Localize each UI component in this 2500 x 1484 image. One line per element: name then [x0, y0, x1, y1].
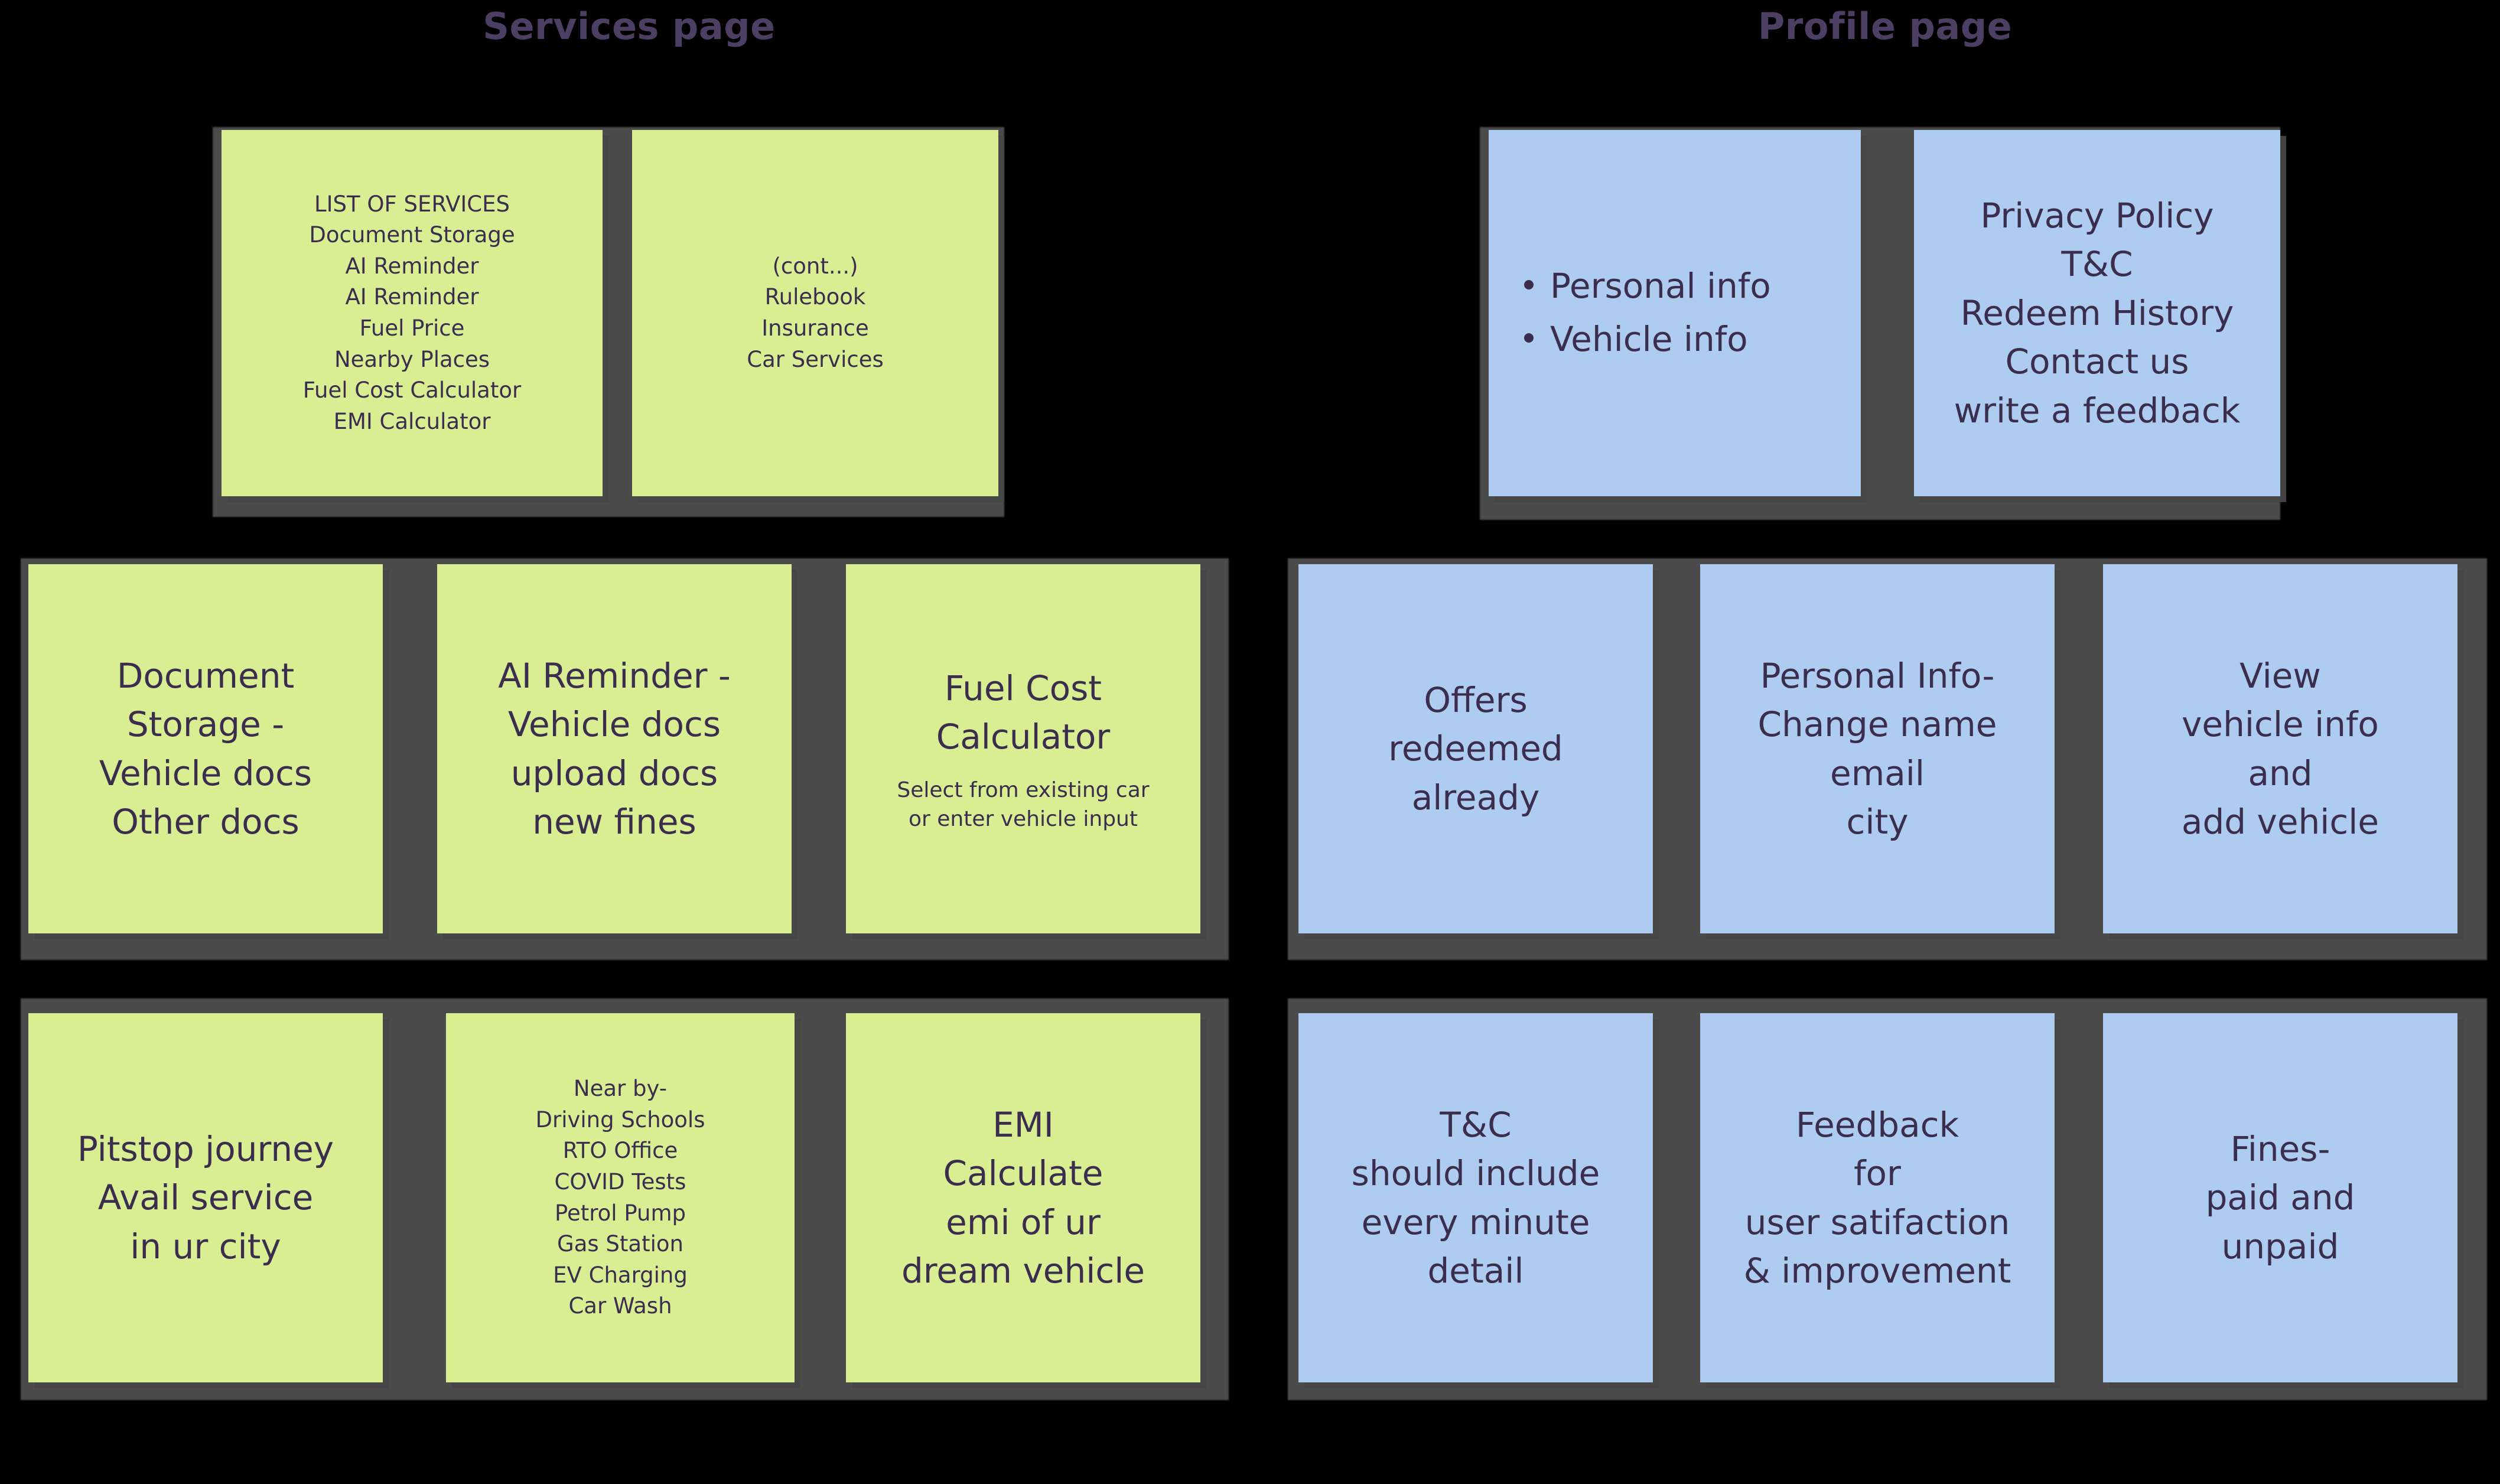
card-line: user satifaction — [1744, 1202, 2010, 1242]
card-line: Fines- — [2230, 1128, 2330, 1169]
list-item: Personal info — [1524, 260, 1771, 313]
card-line: Calculator — [936, 716, 1111, 757]
card-line: in ur city — [130, 1226, 281, 1267]
card-line: Storage - — [126, 704, 285, 745]
card-line: or enter vehicle input — [908, 806, 1138, 831]
card-line: and — [2248, 753, 2313, 793]
profile-page-section: Profile page Personal info Vehicle info … — [1270, 0, 2500, 1484]
card-line: Avail service — [97, 1177, 314, 1218]
card-line: RTO Office — [562, 1138, 678, 1164]
card-line: email — [1830, 753, 1925, 793]
card-line: AI Reminder — [345, 284, 479, 310]
privacy-policy-card[interactable]: Privacy Policy T&C Redeem History Contac… — [1914, 130, 2280, 496]
services-continued-card[interactable]: (cont...) Rulebook Insurance Car Service… — [632, 130, 998, 496]
card-line: dream vehicle — [901, 1250, 1145, 1291]
card-line: AI Reminder — [345, 253, 479, 279]
fuel-cost-subtext: Select from existing car or enter vehicl… — [897, 776, 1149, 834]
card-line: paid and — [2205, 1177, 2355, 1218]
card-line: every minute — [1361, 1202, 1590, 1242]
card-line: Redeem History — [1960, 292, 2234, 333]
card-line: Select from existing car — [897, 778, 1150, 803]
card-line: View — [2239, 655, 2321, 696]
view-vehicle-info-card[interactable]: View vehicle info and add vehicle — [2103, 564, 2457, 933]
card-line: Fuel Price — [359, 315, 465, 341]
card-line: & improvement — [1743, 1250, 2011, 1291]
tc-detail-card[interactable]: T&C should include every minute detail — [1298, 1013, 1653, 1382]
fuel-cost-calculator-card[interactable]: Fuel Cost Calculator Select from existin… — [846, 564, 1200, 933]
card-line: Other docs — [112, 801, 300, 842]
emi-card[interactable]: EMI Calculate emi of ur dream vehicle — [846, 1013, 1200, 1382]
card-line: already — [1411, 777, 1540, 818]
fines-card[interactable]: Fines- paid and unpaid — [2103, 1013, 2457, 1382]
card-line: Fuel Cost — [944, 668, 1102, 708]
card-line: for — [1854, 1153, 1901, 1194]
bullet-dot — [1524, 333, 1534, 343]
card-line: emi of ur — [946, 1202, 1101, 1242]
card-line: Car Services — [747, 346, 884, 372]
profile-page-title: Profile page — [1757, 5, 2013, 48]
card-line: EMI Calculator — [333, 408, 491, 434]
card-line: EV Charging — [553, 1262, 688, 1288]
card-line: Rulebook — [764, 284, 866, 310]
card-line: new fines — [532, 801, 696, 842]
card-line: detail — [1427, 1250, 1524, 1291]
list-item-label: Personal info — [1550, 266, 1771, 307]
card-line: Privacy Policy — [1980, 196, 2214, 236]
list-item-label: Vehicle info — [1550, 319, 1748, 359]
card-line: should include — [1351, 1153, 1600, 1194]
card-line: AI Reminder - — [498, 655, 731, 696]
card-line: Feedback — [1795, 1104, 1959, 1145]
card-line: Personal Info- — [1760, 655, 1995, 696]
card-line: Vehicle docs — [99, 753, 312, 793]
list-item: Vehicle info — [1524, 313, 1748, 366]
card-line: Calculate — [943, 1153, 1103, 1194]
card-line: city — [1846, 801, 1909, 842]
card-line: Petrol Pump — [555, 1200, 686, 1226]
offers-redeemed-card[interactable]: Offers redeemed already — [1298, 564, 1653, 933]
personal-info-card[interactable]: Personal Info- Change name email city — [1700, 564, 2055, 933]
card-line: Car Wash — [568, 1293, 672, 1319]
card-line: Gas Station — [557, 1231, 683, 1257]
nearby-card[interactable]: Near by- Driving Schools RTO Office COVI… — [446, 1013, 795, 1382]
card-line: Vehicle docs — [507, 704, 721, 745]
pitstop-journey-card[interactable]: Pitstop journey Avail service in ur city — [28, 1013, 383, 1382]
services-page-title: Services page — [483, 5, 776, 48]
card-line: T&C — [2061, 244, 2133, 285]
card-line: vehicle info — [2182, 704, 2379, 745]
services-page-section: Services page LIST OF SERVICES Document … — [21, 5, 1229, 1400]
card-line: upload docs — [510, 753, 718, 793]
card-line: Pitstop journey — [77, 1128, 334, 1169]
profile-info-bullets-card[interactable]: Personal info Vehicle info — [1489, 130, 1861, 496]
card-line: (cont...) — [772, 253, 858, 279]
card-line: COVID Tests — [554, 1169, 686, 1195]
ai-reminder-card[interactable]: AI Reminder - Vehicle docs upload docs n… — [437, 564, 792, 933]
card-line: redeemed — [1388, 728, 1563, 769]
card-line: Insurance — [761, 315, 869, 341]
card-line: write a feedback — [1954, 390, 2241, 431]
card-line: Change name — [1757, 704, 1997, 745]
bullet-dot — [1524, 280, 1534, 290]
list-of-services-card[interactable]: LIST OF SERVICES Document Storage AI Rem… — [222, 130, 603, 496]
card-line: LIST OF SERVICES — [314, 191, 510, 217]
card-line: Driving Schools — [535, 1107, 705, 1132]
card-line: Offers — [1424, 679, 1528, 720]
card-line: Contact us — [2005, 341, 2189, 382]
card-line: add vehicle — [2181, 801, 2379, 842]
card-line: Document Storage — [309, 222, 515, 248]
card-line: Document — [116, 655, 295, 696]
card-line: T&C — [1440, 1104, 1512, 1145]
document-storage-card[interactable]: Document Storage - Vehicle docs Other do… — [28, 564, 383, 933]
card-line: Nearby Places — [334, 346, 490, 372]
feedback-card[interactable]: Feedback for user satifaction & improvem… — [1700, 1013, 2055, 1382]
card-line: EMI — [992, 1104, 1054, 1145]
card-line: Fuel Cost Calculator — [302, 377, 522, 403]
card-line: Near by- — [573, 1076, 668, 1102]
card-line: unpaid — [2221, 1226, 2339, 1267]
